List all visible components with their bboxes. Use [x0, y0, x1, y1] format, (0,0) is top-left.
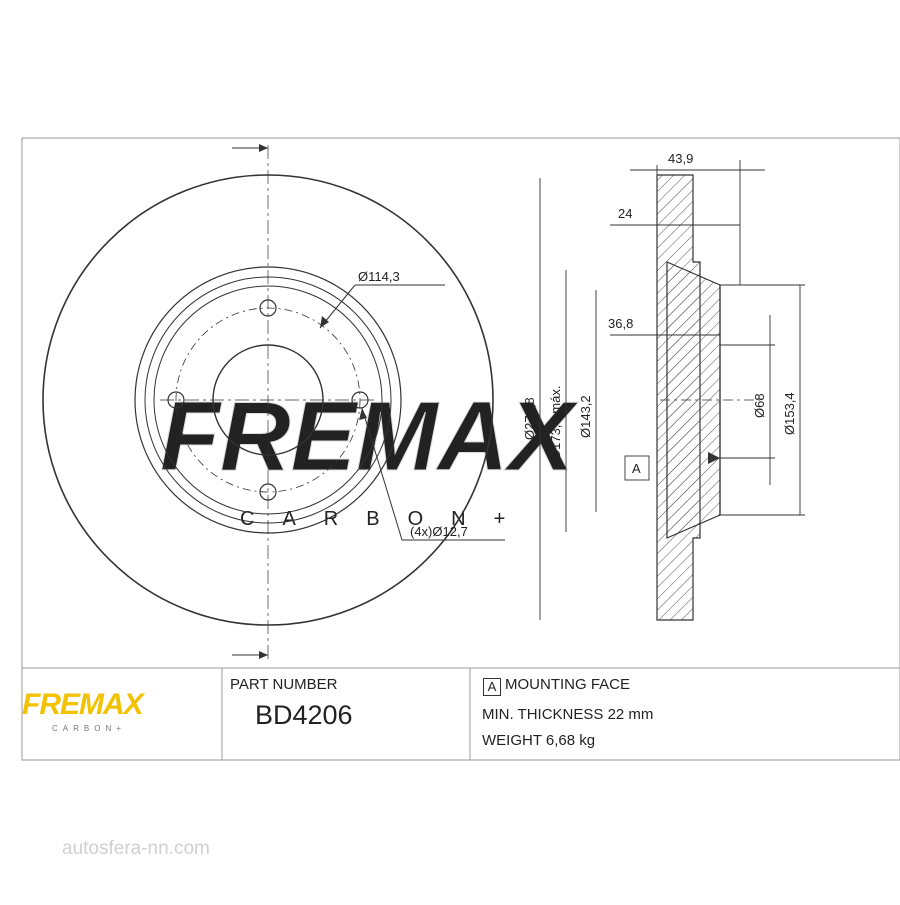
- bolt-circle-arrow: [320, 316, 329, 328]
- section-dimensions: [539, 160, 805, 620]
- dim-36-8-label: 36,8: [608, 316, 633, 331]
- min-thickness-label: MIN. THICKNESS 22 mm: [482, 706, 654, 723]
- part-number-label: PART NUMBER: [230, 676, 338, 693]
- part-number-value: BD4206: [255, 700, 353, 730]
- bottom-arrow-head: [259, 651, 268, 659]
- dim-68-label: Ø68: [752, 393, 767, 418]
- top-arrow-head: [259, 144, 268, 152]
- leader-hole: [361, 407, 403, 541]
- watermark-text: FREMAX: [160, 381, 579, 491]
- disc-section-view: [656, 174, 760, 621]
- dim-43-9-label: 43,9: [668, 151, 693, 166]
- dim-279-8-label: Ø279,8: [522, 397, 537, 440]
- brand-logo: FREMAX: [22, 688, 144, 721]
- dim-173-5-label: Ø173,5 máx.: [548, 386, 563, 460]
- weight-label: WEIGHT 6,68 kg: [482, 732, 596, 749]
- dim-24-label: 24: [618, 206, 632, 221]
- mounting-face-datum: A: [483, 678, 501, 696]
- datum-box: [624, 455, 650, 481]
- sheet-border: [21, 137, 900, 761]
- datum-arrow: [708, 452, 720, 464]
- dim-153-4-label: Ø153,4: [782, 392, 797, 435]
- brand-logo-sub: CARBON+: [52, 724, 126, 733]
- mounting-face-label: MOUNTING FACE: [505, 676, 631, 693]
- hole-label: (4x)Ø12,7: [410, 524, 468, 539]
- hole-arrow: [359, 408, 367, 420]
- watermark-subtext: CARBON+: [240, 508, 533, 530]
- datum-label: A: [632, 461, 641, 476]
- dim-143-2-label: Ø143,2: [578, 395, 593, 438]
- bolt-circle-label: Ø114,3: [358, 269, 400, 284]
- disc-front-view: [42, 145, 505, 660]
- footer-watermark: autosfera-nn.com: [62, 838, 210, 859]
